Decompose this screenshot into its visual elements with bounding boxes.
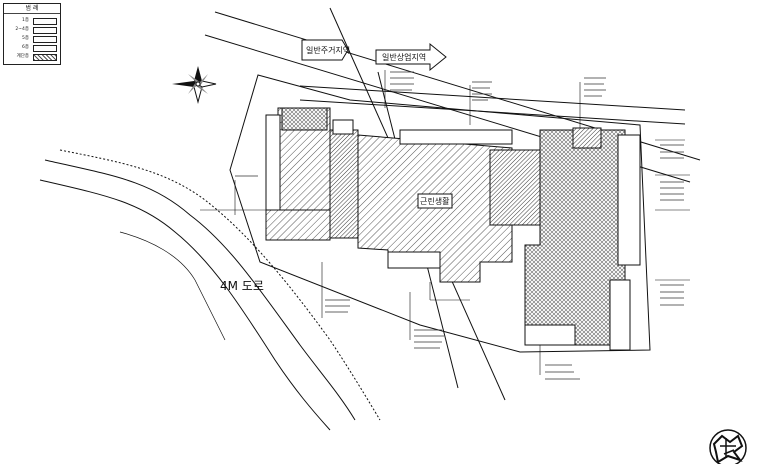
legend-row: 1층: [7, 16, 57, 25]
building-label-box: [417, 193, 453, 209]
road-label: 4M 도로: [220, 279, 264, 293]
zone-arrow-commercial: 일반상업지역: [375, 42, 447, 72]
legend-swatch: [33, 18, 57, 25]
building-mass: [265, 107, 641, 351]
legend-label: 6층: [21, 45, 29, 50]
legend-swatch: [33, 54, 57, 61]
legend-swatch: [33, 27, 57, 34]
legend-label: 2~4층: [15, 27, 29, 32]
legend-title: 범 례: [4, 4, 60, 14]
legend-row: 계단층: [7, 52, 57, 61]
stamp-seal-icon: [709, 429, 747, 464]
compass-rose-icon: [172, 66, 217, 104]
annotation-ticks: [235, 71, 684, 380]
legend-label: 5층: [21, 36, 29, 41]
building-label: 근린생활: [420, 196, 450, 206]
legend-swatch: [33, 45, 57, 52]
zone-arrow-residential: 일반주거지역: [301, 39, 350, 61]
legend-swatch: [33, 36, 57, 43]
leader-lines: [200, 70, 690, 375]
legend-label: 1층: [21, 18, 29, 23]
zone-residential-label: 일반주거지역: [306, 45, 350, 55]
legend-row: 6층: [7, 43, 57, 52]
legend: 범 례 1층 2~4층 5층 6층 계단층: [3, 3, 61, 65]
access-road: [39, 149, 381, 431]
road-band: [299, 85, 686, 125]
site-boundary: [229, 74, 651, 353]
zone-commercial-label: 일반상업지역: [382, 52, 426, 62]
legend-row: 2~4층: [7, 25, 57, 34]
legend-label: 계단층: [16, 54, 29, 59]
legend-row: 5층: [7, 34, 57, 43]
